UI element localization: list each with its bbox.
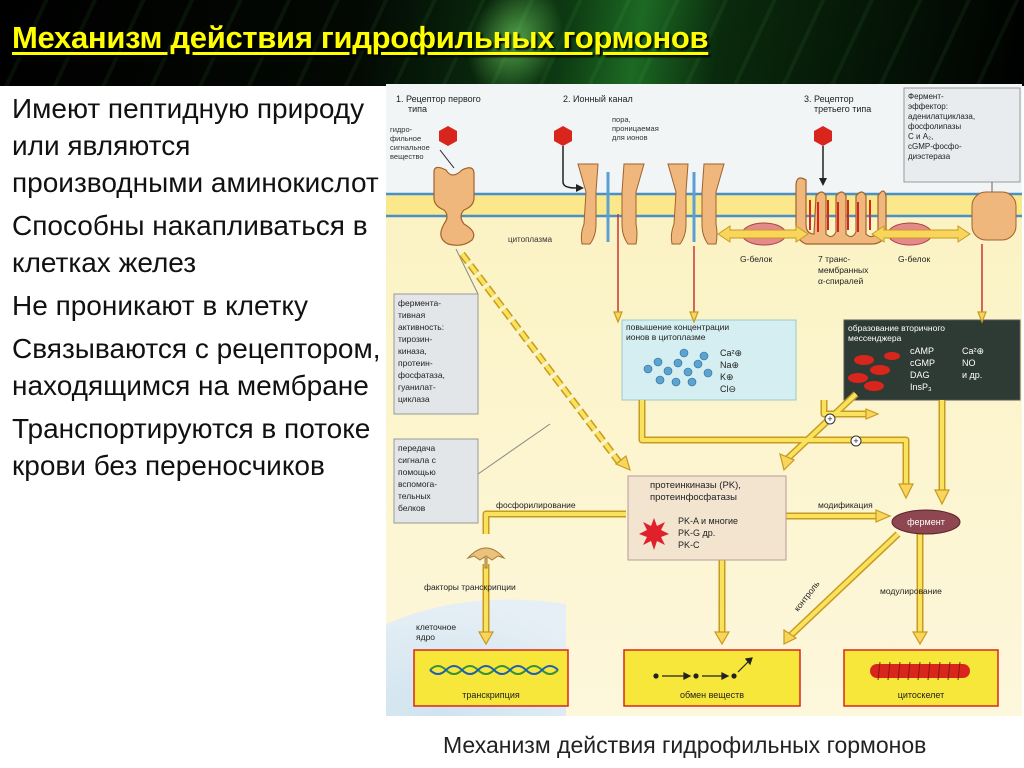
- title-band: [0, 0, 1024, 86]
- receptor-type-1: [433, 166, 475, 246]
- slide-title: Механизм действия гидрофильных гормонов: [12, 20, 709, 55]
- nucleus-label: клеточное ядро: [416, 622, 459, 642]
- cytoplasm-label: цитоплазма: [508, 235, 553, 244]
- g-protein-right-label: G-белок: [898, 254, 930, 264]
- arrowhead: [576, 184, 584, 192]
- svg-text:фермента- тивная а: фермента- тивная активность: тирозин- ки…: [398, 298, 447, 404]
- protein-kinase-box: протеинкиназы (PK), протеинфосфатазы PK-…: [627, 475, 787, 561]
- receptor-type-1-label: 1. Рецептор первого типа: [396, 94, 483, 114]
- svg-text:+: +: [827, 414, 832, 424]
- hormone-hexagon: [439, 126, 457, 146]
- bullet-item: Не проникают в клетку: [12, 290, 308, 321]
- transcription-factors-label: факторы транскрипции: [424, 582, 516, 592]
- transcription-box: транскрипция: [413, 649, 569, 707]
- kinase-star-icon: [639, 518, 669, 550]
- receptor-type-3-label: 3. Рецептор третьего типа: [804, 94, 871, 114]
- bullet-item: Имеют пептидную природу или являются про…: [12, 93, 379, 198]
- ion-channel: [667, 163, 725, 245]
- diagram-caption: Механизм действия гидрофильных гормонов: [443, 732, 927, 758]
- helix-label: 7 транс- мембранных α-спиралей: [818, 254, 871, 286]
- bullet-list: Имеют пептидную природу или являются про…: [12, 90, 384, 490]
- svg-text:фермент: фермент: [907, 517, 945, 527]
- signal-transfer-box: передача сигнала с помощью вспомога- тел…: [393, 423, 551, 524]
- flow-arrowheads: [477, 311, 987, 646]
- second-messenger-box: образование вторичного мессенджера cAMP …: [843, 319, 1021, 401]
- svg-text:протеинкиназы (PK), прот: протеинкиназы (PK), протеинфосфатазы: [650, 480, 744, 503]
- hormone-label: гидро- фильное сигнальное вещество: [390, 125, 432, 161]
- effector-enzyme: [971, 191, 1017, 241]
- modulation-label: модулирование: [880, 586, 942, 596]
- svg-text:образование вторичного м: образование вторичного мессенджера: [848, 323, 947, 343]
- cytoskeleton-box: цитоскелет: [843, 649, 999, 707]
- phosphorylation-label: фосфорилирование: [496, 500, 576, 510]
- messenger-ellipses: [848, 352, 900, 391]
- svg-text:cAMP cGMP DAG: cAMP cGMP DAG InsP₃ Ca²⊕ NO и др.: [910, 346, 987, 392]
- g-protein-double-arrow: [717, 225, 971, 243]
- hormone-hexagon: [554, 126, 572, 146]
- transcription-factor-icon: [466, 547, 506, 569]
- receptor-type-2-label: 2. Ионный канал: [563, 94, 633, 104]
- svg-text:транскрипция: транскрипция: [462, 690, 520, 700]
- ion-dots: [643, 348, 713, 387]
- hormone-mechanism-diagram: 1. Рецептор первого типа 2. Ионный канал…: [386, 84, 1022, 716]
- svg-text:Фермент- эффектор:: Фермент- эффектор: аденилатциклаза, фосф…: [908, 92, 977, 161]
- ion-channel: [577, 163, 645, 245]
- enzyme-target: фермент: [891, 509, 961, 535]
- bullet-item: Транспортируются в потоке крови без пере…: [12, 413, 371, 481]
- hormone-arrow: [562, 146, 577, 189]
- ion-concentration-box: повышение концентрации ионов в цитоплазм…: [621, 319, 797, 401]
- bullet-item: Способны накапливаться в клетках желез: [12, 210, 368, 278]
- plus-markers: + +: [824, 413, 862, 447]
- pore-label: пора, проницаемая для ионов: [612, 115, 661, 142]
- svg-text:Ca²⊕ Na⊕ K⊕: Ca²⊕ Na⊕ K⊕ Cl⊖: [720, 348, 745, 394]
- effector-label-box: Фермент- эффектор: аденилатциклаза, фосф…: [903, 87, 1021, 183]
- svg-text:обмен веществ: обмен веществ: [680, 690, 744, 700]
- svg-text:передача сигнала с: передача сигнала с помощью вспомога- тел…: [398, 443, 439, 513]
- svg-text:+: +: [853, 436, 858, 446]
- svg-text:цитоскелет: цитоскелет: [898, 690, 945, 700]
- arrowhead: [819, 178, 827, 186]
- flow-arrows-inner: [460, 252, 944, 638]
- enzyme-activity-box: фермента- тивная активность: тирозин- ки…: [393, 248, 479, 415]
- pointer-line: [439, 149, 455, 169]
- svg-text:повышение концентрации и: повышение концентрации ионов в цитоплазм…: [626, 322, 732, 342]
- metabolism-box: обмен веществ: [623, 649, 801, 707]
- hormone-hexagon: [814, 126, 832, 146]
- bullet-item: Связываются с рецептором, находящимся на…: [12, 333, 381, 401]
- modification-label: модификация: [818, 500, 873, 510]
- receptor-helix-lines: [809, 200, 871, 232]
- g-protein-left-label: G-белок: [740, 254, 772, 264]
- svg-text:PK-A и многие PK-G др.: PK-A и многие PK-G др. PK-C: [678, 516, 741, 550]
